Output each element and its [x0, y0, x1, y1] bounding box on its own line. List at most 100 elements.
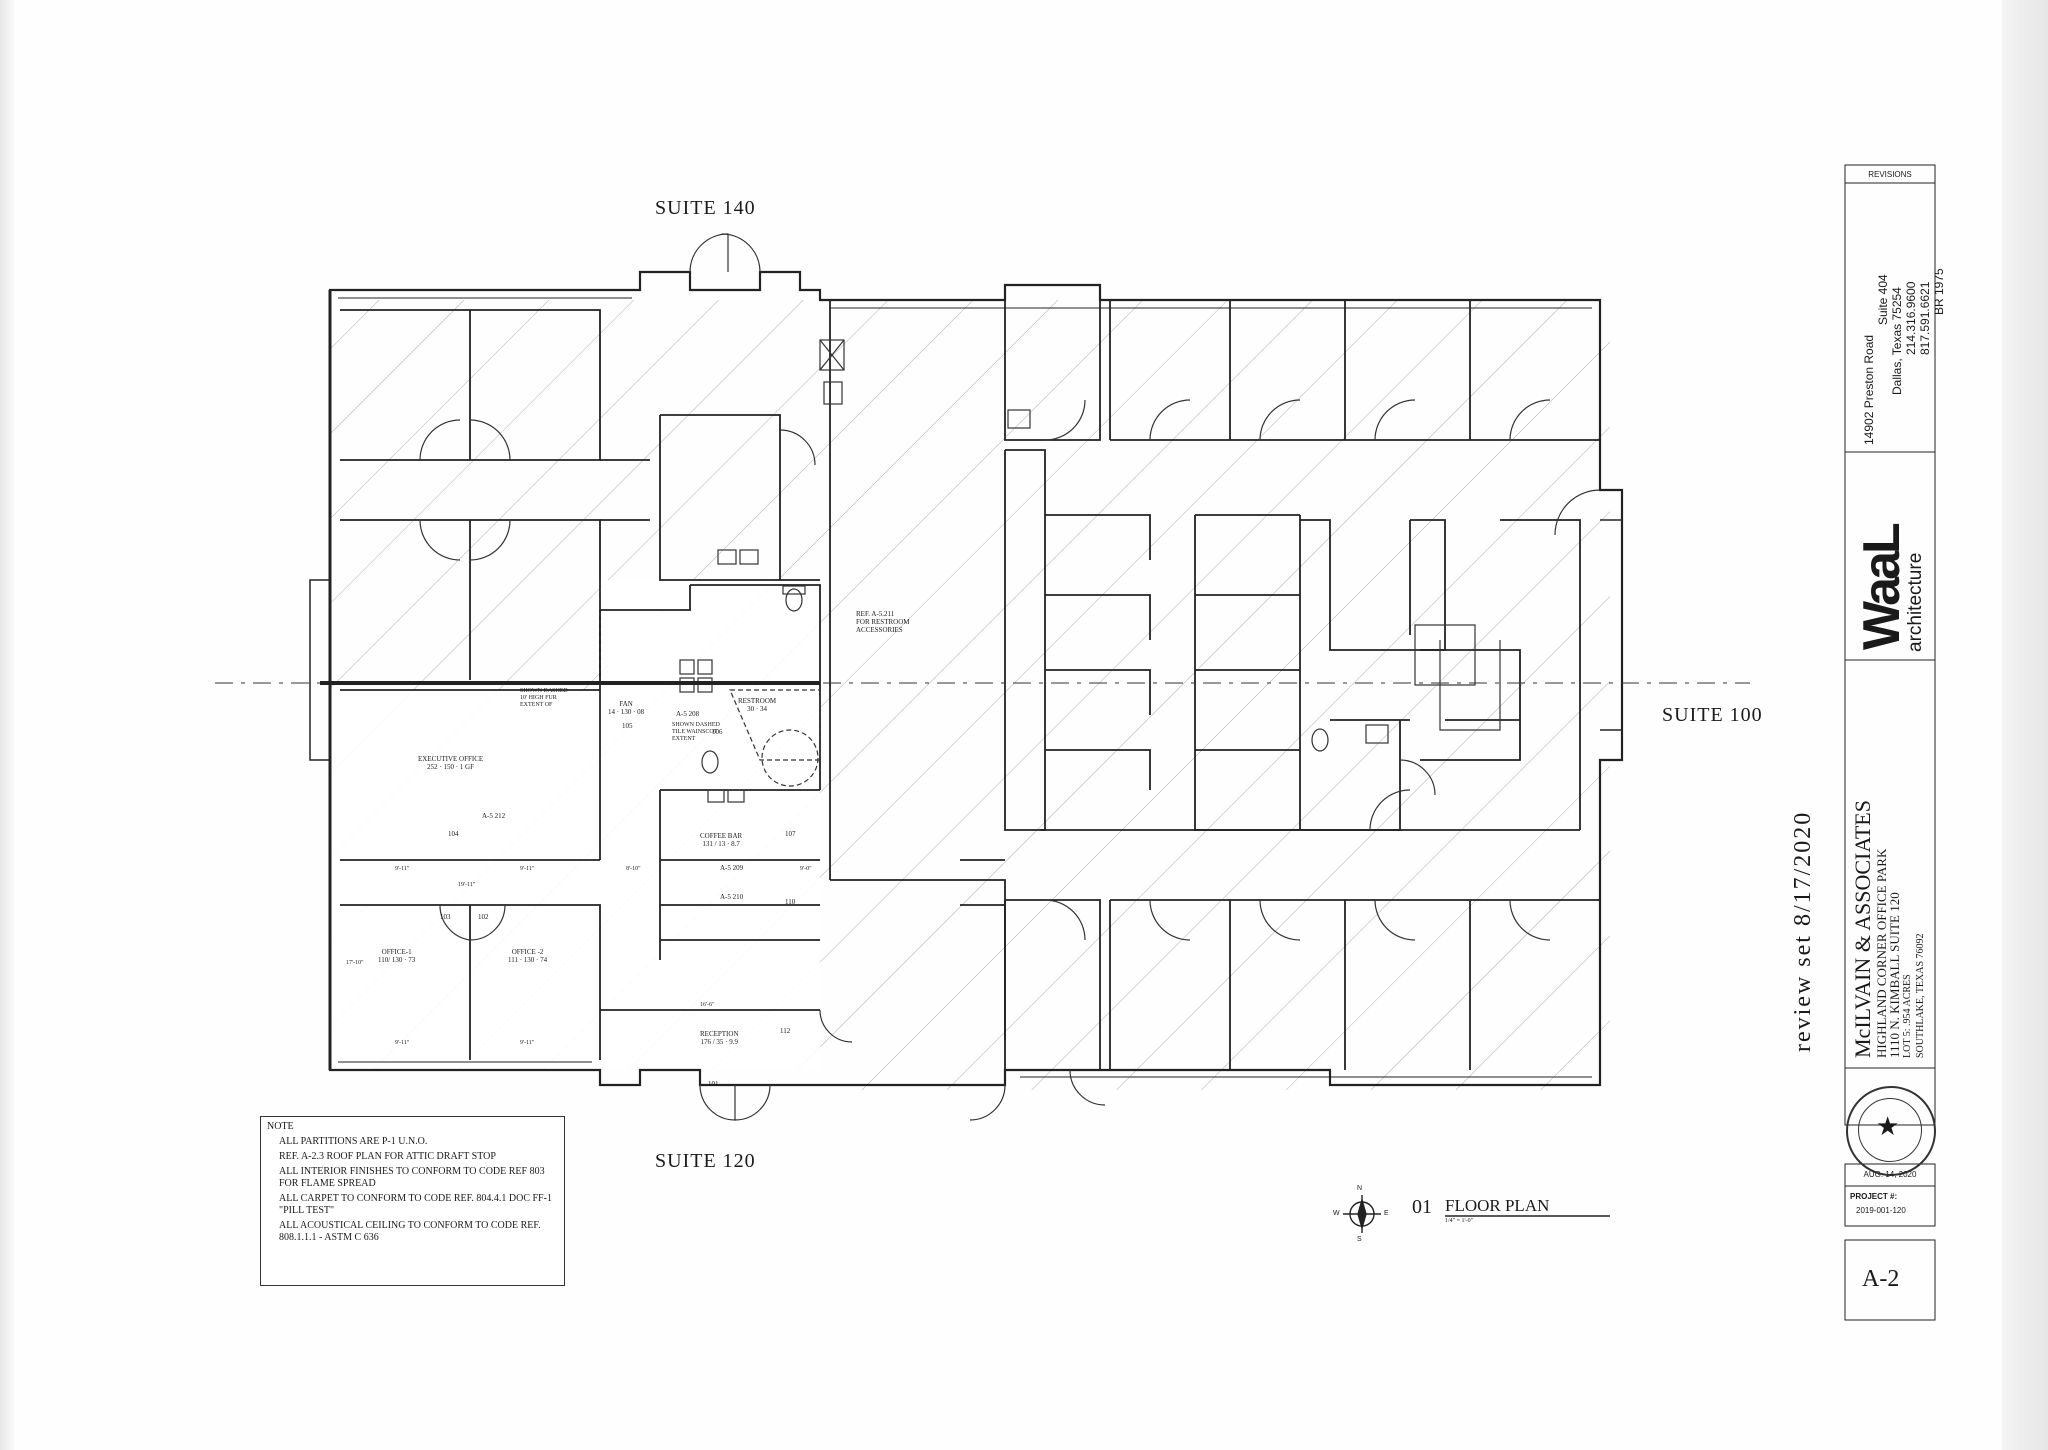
address-line: Dallas, Texas 75254	[1890, 287, 1904, 395]
project-line: SOUTHLAKE, TEXAS 76092	[1915, 933, 1926, 1058]
note-line: ALL PARTITIONS ARE P-1 U.N.O.	[279, 1136, 428, 1147]
note-line: REF. A-5.211	[856, 610, 895, 618]
compass-e: E	[1384, 1210, 1389, 1217]
issue-date: AUG. 14, 2020	[1863, 1170, 1917, 1179]
drawing-title: FLOOR PLAN	[1445, 1196, 1550, 1215]
room-office-2: OFFICE -2 111 · 130 · 74	[508, 948, 547, 964]
room-dims: 176 / 35 · 9.9	[700, 1038, 739, 1046]
detail-tag-a5-208: A-5 208	[676, 710, 700, 718]
note-line: ALL CARPET TO CONFORM TO CODE REF. 804.4…	[279, 1193, 552, 1216]
door-tag-110: 110	[785, 898, 796, 906]
notes-heading: NOTE	[267, 1121, 294, 1132]
room-fan: FAN 14 · 130 · 08	[608, 700, 644, 716]
wainscot-note: SHOWN DASHED TILE WAINSCOT EXTENT	[672, 722, 720, 743]
room-dims: 252 · 150 · 1 GF	[427, 763, 474, 771]
room-office-1: OFFICE-1 110/ 130 · 73	[378, 948, 415, 964]
room-name: RECEPTION	[700, 1030, 739, 1038]
drawing-scale: 1/4" = 1'-0"	[1445, 1218, 1474, 1224]
door-tag-112: 112	[780, 1027, 791, 1035]
scan-edge-left	[0, 0, 14, 1450]
suite-120-label: SUITE 120	[655, 1150, 756, 1172]
room-dims: 111 · 130 · 74	[508, 956, 548, 964]
sheet-number: A-2	[1862, 1266, 1900, 1292]
suite-100-label: SUITE 100	[1662, 704, 1763, 726]
door-tag-107: 107	[785, 830, 796, 838]
note-line: SHOWN DASHED	[520, 688, 568, 694]
architect-seal: ★	[1846, 1086, 1936, 1176]
address-line: 817.591.6621	[1918, 281, 1932, 355]
restroom-accessories-note: REF. A-5.211 FOR RESTROOM ACCESSORIES	[856, 610, 909, 634]
project-number-label: PROJECT #:	[1850, 1192, 1898, 1201]
room-name: OFFICE-1	[381, 948, 412, 956]
detail-tag-a5-212: A-5 212	[482, 812, 506, 820]
address-line: 214.316.9600	[1904, 281, 1918, 355]
north-arrow	[1343, 1195, 1381, 1233]
project-address: HIGHLAND CORNER OFFICE PARK 1110 N. KIMB…	[1874, 849, 1927, 1058]
dim-1: 9'-11"	[395, 866, 410, 872]
note-line: TILE WAINSCOT	[672, 729, 718, 735]
room-coffee-bar: COFFEE BAR 131 / 13 · 8.7	[700, 832, 742, 848]
firm-logo: WaaL	[1853, 525, 1911, 650]
drawing-number: 01	[1412, 1196, 1432, 1218]
room-name: EXECUTIVE OFFICE	[418, 755, 484, 763]
project-number: 2019-001-120	[1856, 1206, 1906, 1215]
room-name: RESTROOM	[738, 697, 777, 705]
note-line: ALL INTERIOR FINISHES TO CONFORM TO CODE…	[279, 1166, 545, 1189]
seal-inner-ring	[1858, 1098, 1922, 1162]
seal-star-icon: ★	[1876, 1112, 1900, 1141]
general-notes: NOTE ALL PARTITIONS ARE P-1 U.N.O. REF. …	[260, 1116, 565, 1286]
detail-tag-a5-210: A-5 210	[720, 893, 744, 901]
note-line: ACCESSORIES	[856, 626, 903, 634]
note-line: FOR RESTROOM	[856, 618, 910, 626]
room-dims: 110/ 130 · 73	[378, 956, 416, 964]
suite-140-label: SUITE 140	[655, 197, 756, 219]
detail-tag-a5-209: A-5 209	[720, 864, 744, 872]
review-set-stamp: review set 8/17/2020	[1790, 810, 1816, 1052]
address-line: BR 1975	[1932, 268, 1946, 315]
note-line: ALL ACOUSTICAL CEILING TO CONFORM TO COD…	[279, 1220, 541, 1243]
room-dims: 14 · 130 · 08	[608, 708, 645, 716]
note-line: SHOWN DASHED	[672, 722, 720, 728]
revisions-header: REVISIONS	[1868, 170, 1912, 179]
address-line: Suite 404	[1876, 274, 1890, 325]
firm-address: 14902 Preston Road Suite 404 Dallas, Tex…	[1862, 268, 1946, 445]
dim-5: 19'-11"	[458, 882, 476, 888]
furring-note: SHOWN DASHED 10' HIGH FUR EXTENT OF	[520, 688, 568, 709]
dim-8: 16'-6"	[700, 1002, 715, 1008]
dim-7: 9'-11"	[520, 1040, 535, 1046]
room-name: FAN	[619, 700, 633, 708]
compass-s: S	[1357, 1236, 1362, 1243]
address-line: 14902 Preston Road	[1862, 334, 1876, 445]
dim-9: 17'-10"	[346, 960, 364, 966]
project-line: LOT 5: .954 ACRES	[1902, 974, 1913, 1058]
door-tag-105: 105	[622, 722, 633, 730]
client-name: McILVAIN & ASSOCIATES	[1850, 800, 1875, 1058]
dashed-extents	[599, 580, 821, 800]
door-tag-101: 101	[708, 1080, 719, 1088]
scan-edge-right	[2002, 0, 2048, 1450]
note-line: REF. A-2.3 ROOF PLAN FOR ATTIC DRAFT STO…	[279, 1151, 496, 1162]
east-partitions	[829, 300, 1600, 1070]
project-line: 1110 N. KIMBALL SUITE 120	[1887, 892, 1902, 1058]
dim-6: 9'-11"	[395, 1040, 410, 1046]
fixtures	[679, 339, 1501, 803]
room-name: OFFICE -2	[511, 948, 544, 956]
room-reception: RECEPTION 176 / 35 · 9.9	[700, 1030, 739, 1046]
note-line: EXTENT OF	[520, 702, 553, 708]
hatched-existing-areas	[330, 300, 1610, 1090]
door-tag-104: 104	[448, 830, 459, 838]
door-tag-102: 102	[478, 913, 489, 921]
dim-3: 8'-10"	[626, 866, 641, 872]
door-swings-west	[419, 233, 853, 1121]
room-dims: 30 · 34	[747, 705, 767, 713]
door-swings-east	[969, 399, 1601, 1121]
dim-2: 9'-11"	[520, 866, 535, 872]
room-dims: 131 / 13 · 8.7	[702, 840, 740, 848]
note-line: EXTENT	[672, 736, 696, 742]
dim-4: 9'-0"	[800, 866, 812, 872]
room-executive-office: EXECUTIVE OFFICE 252 · 150 · 1 GF	[418, 755, 483, 771]
door-tag-106: 106	[712, 728, 723, 736]
firm-logo-subtitle: architecture	[1905, 552, 1926, 652]
